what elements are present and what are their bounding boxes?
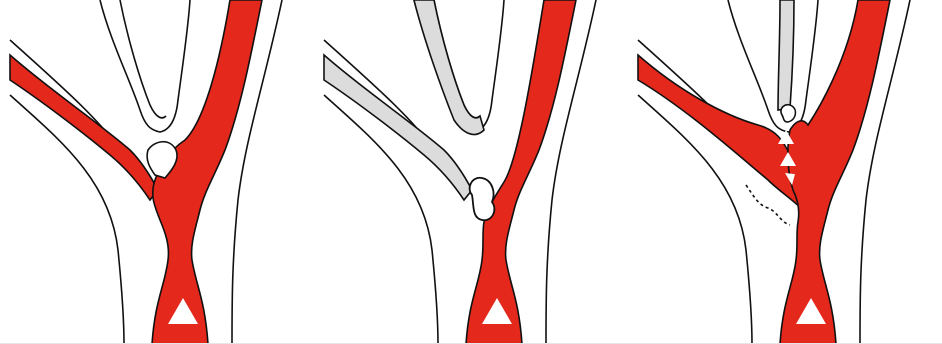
fork-wall — [100, 0, 190, 132]
clot-icon — [781, 105, 796, 122]
fork-wall — [728, 0, 818, 132]
empty-upper-branch — [778, 0, 794, 110]
panel-clot-blocking — [314, 0, 628, 344]
blood-side-branch — [10, 55, 158, 200]
vessel-illustration — [314, 0, 628, 344]
vessel-illustration — [0, 0, 314, 344]
fork-wall-inner — [120, 0, 166, 118]
vessel-illustration — [628, 0, 942, 344]
blood-main-vessel — [466, 0, 576, 344]
clot-icon — [470, 178, 495, 220]
empty-upper-branch — [414, 0, 484, 135]
panel-clot-removed — [628, 0, 942, 344]
panel-normal-flow — [0, 0, 314, 344]
blood-main-vessel — [780, 0, 890, 344]
